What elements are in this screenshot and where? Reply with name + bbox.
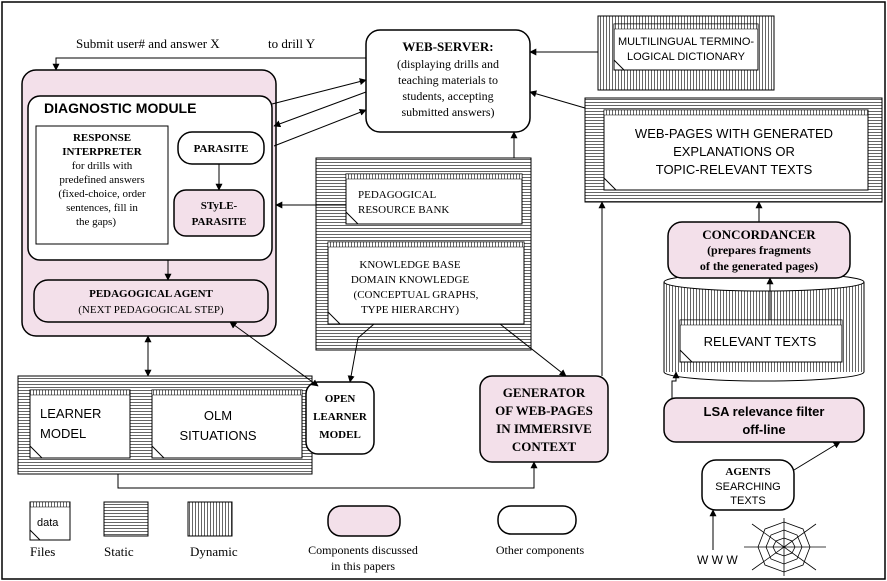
agents-label-3: TEXTS — [730, 495, 765, 507]
legend-discussed-swatch — [327, 505, 401, 537]
legend-file-icon — [29, 501, 71, 541]
knowledge-base-line-2: DOMAIN KNOWLEDGE — [351, 274, 470, 286]
response-interpreter-line-4: predefined answers — [59, 174, 144, 186]
olm-situations-label-2: SITUATIONS — [179, 428, 256, 443]
diagnostic-to-server-arrow — [273, 109, 367, 147]
learner-model-file — [29, 389, 131, 459]
open-learner-model-label-3: MODEL — [319, 429, 361, 441]
web-server-line-1: (displaying drills and — [397, 57, 499, 71]
lsa-filter-box — [663, 397, 865, 443]
legend-discussed-label-2: in this papers — [331, 559, 395, 573]
knowledge-base-line-3: (CONCEPTUAL GRAPHS, — [354, 289, 479, 301]
legend-data-label: data — [37, 517, 59, 529]
legend-other-swatch — [497, 505, 577, 535]
legend: data Files Static Dynamic Components dis… — [29, 501, 585, 573]
pedagogical-agent-box — [33, 279, 269, 323]
www-label: W W W — [697, 553, 738, 567]
response-interpreter-line-3: for drills with — [72, 160, 133, 172]
learner-model-label-2: MODEL — [40, 426, 86, 441]
generator-label-1: GENERATOR — [503, 385, 586, 400]
parasite-box — [177, 131, 265, 165]
agents-box — [701, 459, 795, 511]
kb-to-open-model-arrow — [347, 323, 375, 383]
submit-label: Submit user# and answer X — [76, 36, 220, 51]
resource-bank-label-1: PEDAGOGICAL — [358, 189, 437, 201]
submit-arrow — [52, 57, 366, 71]
olm-situations-file — [151, 389, 303, 459]
www-web-icon — [744, 518, 826, 576]
learner-to-generator-arrow — [117, 461, 538, 489]
response-interpreter-title-2: INTERPRETER — [62, 146, 143, 158]
resource-bank-file — [345, 173, 523, 225]
web-pages-label-2: EXPLANATIONS OR — [673, 144, 795, 159]
resource-bank-label-2: RESOURCE BANK — [358, 204, 449, 216]
connectors — [52, 48, 841, 550]
web-server-line-3: students, accepting — [402, 89, 493, 103]
olm-situations-label-1: OLM — [204, 408, 232, 423]
lsa-filter-label-1: LSA relevance filter — [704, 404, 825, 419]
concordancer-line-3: of the generated pages) — [700, 259, 818, 273]
legend-static-label: Static — [104, 544, 134, 559]
response-interpreter-line-7: the gaps) — [76, 216, 116, 228]
learner-model-label-1: LEARNER — [40, 406, 101, 421]
style-parasite-label-1: STyLE- — [201, 200, 238, 212]
parasite-label: PARASITE — [194, 143, 249, 155]
knowledge-base-file — [327, 241, 525, 325]
open-learner-model-label-1: OPEN — [325, 393, 356, 405]
diagnostic-module-title: DIAGNOSTIC MODULE — [44, 100, 196, 116]
dictionary-label-2: LOGICAL DICTIONARY — [627, 51, 746, 63]
submit-label-target: to drill Y — [268, 36, 316, 51]
web-pages-label-1: WEB-PAGES WITH GENERATED — [635, 126, 833, 141]
response-interpreter-line-5: (fixed-choice, order — [58, 188, 146, 200]
legend-other-label: Other components — [496, 543, 585, 557]
open-learner-model-box — [305, 381, 375, 455]
web-pages-file — [603, 109, 869, 191]
relevant-texts-label: RELEVANT TEXTS — [704, 334, 817, 349]
dictionary-file — [613, 23, 759, 71]
legend-dynamic-swatch — [187, 501, 233, 537]
response-interpreter-box — [35, 125, 169, 245]
webpages-to-server-arrow — [529, 90, 586, 109]
legend-files-label: Files — [30, 544, 55, 559]
diagnostic-top-to-server-arrow — [271, 78, 367, 105]
agents-label-2: SEARCHING — [715, 481, 780, 493]
agents-label-1: AGENTS — [725, 466, 770, 478]
response-interpreter-line-6: sentences, fill in — [66, 202, 138, 214]
server-to-diagnostic-arrow — [273, 91, 367, 128]
web-pages-label-3: TOPIC-RELEVANT TEXTS — [656, 162, 813, 177]
web-server-line-2: teaching materials to — [398, 73, 498, 87]
knowledge-base-line-1: KNOWLEDGE BASE — [359, 259, 460, 271]
lsa-filter-label-2: off-line — [742, 422, 785, 437]
generator-label-4: CONTEXT — [512, 439, 577, 454]
generator-label-3: IN IMMERSIVE — [496, 421, 592, 436]
open-learner-model-label-2: LEARNER — [313, 411, 368, 423]
kb-to-generator-arrow — [499, 323, 567, 377]
knowledge-base-line-4: TYPE HIERARCHY) — [361, 304, 459, 316]
legend-static-swatch — [103, 501, 149, 537]
concordancer-title: CONCORDANCER — [702, 227, 816, 242]
style-parasite-box — [173, 189, 265, 237]
lsa-to-relevant-arrow — [671, 371, 680, 398]
legend-dynamic-label: Dynamic — [190, 544, 238, 559]
dictionary-label-1: MULTILINGUAL TERMINO- — [618, 36, 754, 48]
web-server-title: WEB-SERVER: — [402, 39, 493, 54]
web-server-line-4: submitted answers) — [402, 105, 495, 119]
pedagogical-agent-title: PEDAGOGICAL AGENT — [89, 288, 213, 300]
style-parasite-label-2: PARASITE — [192, 216, 247, 228]
legend-discussed-label-1: Components discussed — [308, 543, 418, 557]
agents-to-lsa-arrow — [793, 441, 841, 471]
response-interpreter-title-1: RESPONSE — [73, 132, 131, 144]
pedagogical-agent-subtitle: (NEXT PEDAGOGICAL STEP) — [78, 304, 224, 316]
agent-open-model-arrow — [229, 321, 319, 387]
generator-label-2: OF WEB-PAGES — [495, 403, 593, 418]
generator-box — [479, 375, 609, 463]
relevant-texts-file — [679, 319, 843, 363]
concordancer-line-2: (prepares fragments — [707, 243, 811, 257]
